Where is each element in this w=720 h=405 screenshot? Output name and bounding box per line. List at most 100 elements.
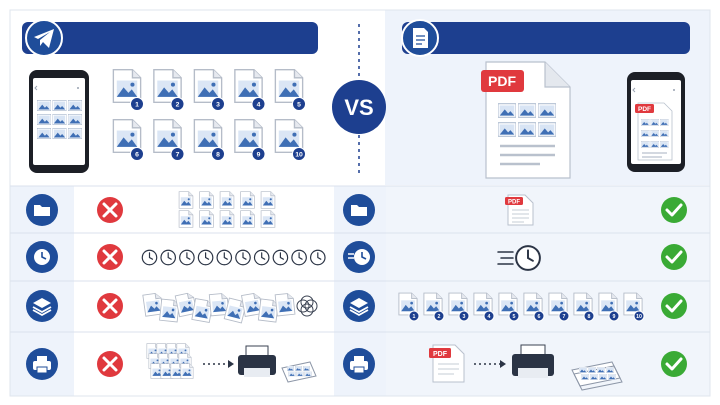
left-banner [22,22,318,54]
number-badge: 4 [251,97,266,111]
pdf-photo-thumb [498,122,516,137]
phone-pdf-thumb [660,118,669,127]
svg-text:8: 8 [588,314,591,320]
small-image-file [260,210,276,228]
svg-text:4: 4 [257,101,261,108]
phone-photo-thumb [68,128,82,139]
svg-text:6: 6 [538,314,541,320]
numbered-image-file: 2 [153,68,185,111]
numbered-page: 2 [423,292,445,322]
printed-photo [296,371,304,377]
printed-photo [295,366,302,371]
phone-photo-thumb [52,114,67,125]
svg-text:10: 10 [295,151,303,158]
row1-pdf-label: PDF [508,200,520,206]
page-number-badge: 2 [433,310,445,322]
page-number-badge: 7 [558,310,570,322]
printed-photo [599,374,607,380]
phone-pdf-thumb [650,118,659,127]
svg-text:8: 8 [216,151,220,158]
left-printer-icon [26,348,58,380]
printed-photo [304,371,312,377]
small-image-file [260,191,276,209]
page-number-badge: 3 [458,310,470,322]
numbered-page: 1 [398,292,420,322]
page-number-badge: 6 [533,310,545,322]
printed-photo [608,374,616,380]
phone-pdf-thumb [641,140,650,149]
printed-photo [303,366,310,371]
printed-photo [606,367,614,373]
numbered-image-file: 9 [234,118,266,161]
svg-text:2: 2 [438,314,441,320]
check-icon [661,244,687,270]
small-image-file [219,191,235,209]
right-printed-tray [571,361,623,391]
svg-text:1: 1 [413,314,416,320]
phone-pdf-thumb [660,140,669,149]
clock-icon [235,249,251,266]
small-image-file [178,210,194,228]
vs-badge [332,80,386,134]
numbered-image-file: 6 [112,118,144,161]
single-pdf-file: PDF [505,194,534,226]
left-printed-tray [281,361,317,383]
small-image-file [240,191,255,209]
left-phone-gallery [29,70,89,173]
pdf-document: PDF [481,61,571,179]
number-badge: 8 [211,147,225,161]
cross-icon [97,351,123,377]
number-badge: 3 [211,97,225,111]
check-icon [661,351,687,377]
small-image-file [199,191,214,209]
phone-pdf-label: PDF [638,106,651,113]
number-badge: 5 [292,97,306,111]
clock-icon [216,249,233,266]
clock-icon [141,249,158,266]
frame-border [9,9,711,397]
numbered-image-file: 4 [234,68,266,111]
printed-photo [590,374,598,380]
clock-icon [197,249,214,266]
numbered-page: 10 [623,292,645,322]
pdf-tag [481,70,524,92]
tangle-icon [296,295,318,317]
number-badge: 9 [251,147,266,161]
numbered-page: 7 [548,292,570,322]
printed-photo [588,367,596,373]
right-banner [402,22,690,54]
fast-clock [497,245,541,271]
page-number-badge: 10 [633,310,645,322]
clock-icon [272,249,289,266]
cross-icon [97,293,123,319]
phone-photo-thumb [52,100,67,111]
document-icon [401,19,439,57]
svg-text:2: 2 [176,101,180,108]
numbered-page: 9 [598,292,620,322]
svg-text:7: 7 [563,314,566,320]
small-image-file [240,210,255,228]
svg-text:3: 3 [463,314,466,320]
number-badge: 10 [292,147,306,161]
svg-text:6: 6 [135,151,139,158]
phone-pdf-thumb [650,140,659,149]
numbered-image-file: 7 [153,118,185,161]
phone-pdf-thumb [641,118,650,127]
pdf-photo-thumb [518,122,536,137]
phone-photo-thumb [52,128,67,139]
printed-photo [597,367,605,373]
cross-icon [97,197,123,223]
printed-photo [579,367,587,373]
svg-text:5: 5 [297,101,301,108]
svg-text:1: 1 [135,101,139,108]
svg-text:9: 9 [257,151,261,158]
pdf-photo-thumb [538,122,556,137]
phone-photo-thumb [68,100,82,111]
numbered-page: 5 [498,292,520,322]
clock-icon [309,249,326,266]
left-clock-icon [26,241,58,273]
center-layers-icon [343,290,375,322]
numbered-page: 8 [573,292,595,322]
